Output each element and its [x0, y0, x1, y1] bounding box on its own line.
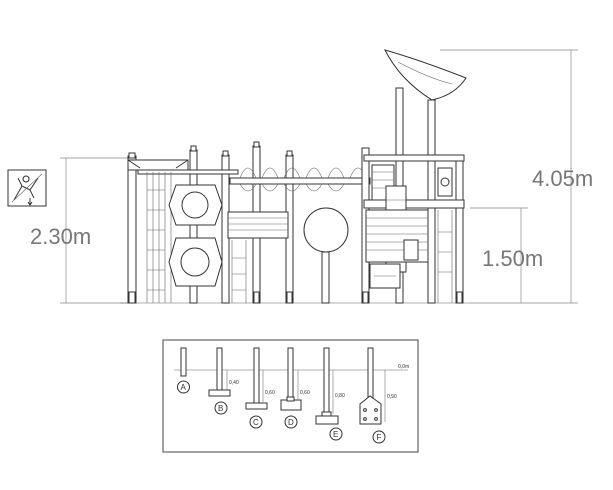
child-climbing-icon	[7, 169, 47, 207]
foundation-depth-b: 0,40	[229, 380, 239, 386]
foundation-depth-f: 0,90	[387, 394, 397, 400]
foundation-letter-b: B	[218, 404, 223, 413]
foundation-option-e: 0,80 E	[315, 347, 345, 441]
monkey-bars	[229, 167, 371, 192]
dimension-total-height: 4.05m	[440, 49, 593, 304]
foundation-detail-panel: 0,0m A 0,40 B 0,60 C	[162, 339, 419, 453]
foundation-option-f: 0,90 F	[359, 347, 397, 444]
left-tower	[127, 141, 294, 304]
dimension-deck-height: 1.50m	[470, 207, 543, 303]
foundation-depth-c: 0,60	[265, 390, 275, 396]
foundation-option-b: 0,40 B	[208, 347, 239, 415]
foundation-option-c: 0,60 C	[245, 347, 275, 429]
foundation-letter-a: A	[181, 383, 187, 392]
dimension-label-2-30: 2.30m	[30, 224, 91, 249]
foundation-option-a: A	[177, 347, 190, 394]
round-panel	[303, 207, 349, 304]
ground-level-label: 0,0m	[398, 364, 409, 370]
dimension-label-1-50: 1.50m	[482, 246, 543, 271]
right-tower	[361, 49, 467, 304]
foundation-letter-d: D	[288, 418, 294, 427]
foundation-option-d: 0,60 D	[280, 347, 310, 429]
dimension-label-4-05: 4.05m	[532, 166, 593, 191]
foundation-depth-e: 0,80	[335, 393, 345, 399]
foundation-letter-c: C	[253, 418, 259, 427]
dimension-platform-height: 2.30m	[30, 157, 132, 304]
foundation-depth-d: 0,60	[300, 390, 310, 396]
foundation-letter-f: F	[377, 433, 382, 442]
foundation-letter-e: E	[333, 430, 338, 439]
